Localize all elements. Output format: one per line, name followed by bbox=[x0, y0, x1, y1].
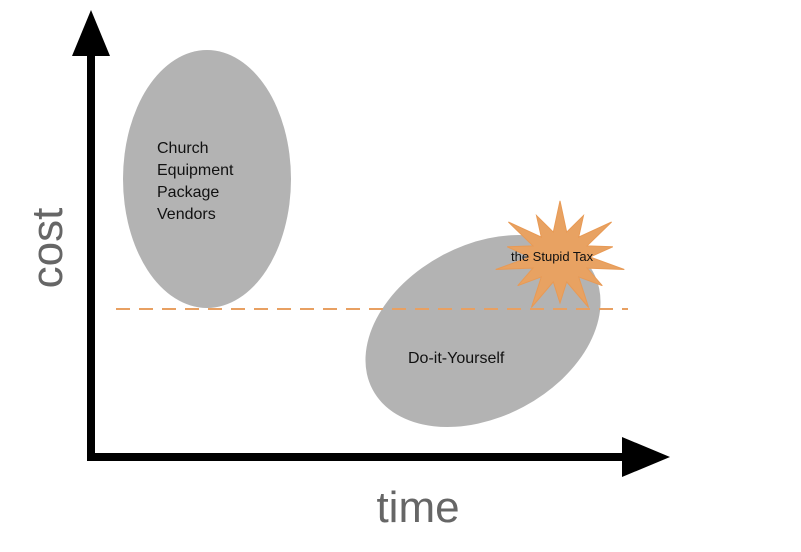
x-axis-label: time bbox=[376, 483, 459, 532]
stupid-tax-burst bbox=[495, 200, 625, 308]
vendors-label-line: Church bbox=[157, 140, 209, 157]
vendors-label: Church Equipment Package Vendors bbox=[157, 140, 238, 223]
vendors-label-line: Package bbox=[157, 184, 219, 201]
diy-label: Do-it-Yourself bbox=[408, 350, 505, 367]
stupid-tax-label: the Stupid Tax bbox=[511, 249, 594, 264]
y-axis-arrowhead bbox=[72, 10, 110, 56]
vendors-region bbox=[123, 50, 291, 308]
y-axis-label: cost bbox=[23, 208, 72, 289]
vendors-label-line: Equipment bbox=[157, 162, 234, 179]
vendors-label-line: Vendors bbox=[157, 206, 216, 223]
x-axis-arrowhead bbox=[622, 437, 670, 477]
